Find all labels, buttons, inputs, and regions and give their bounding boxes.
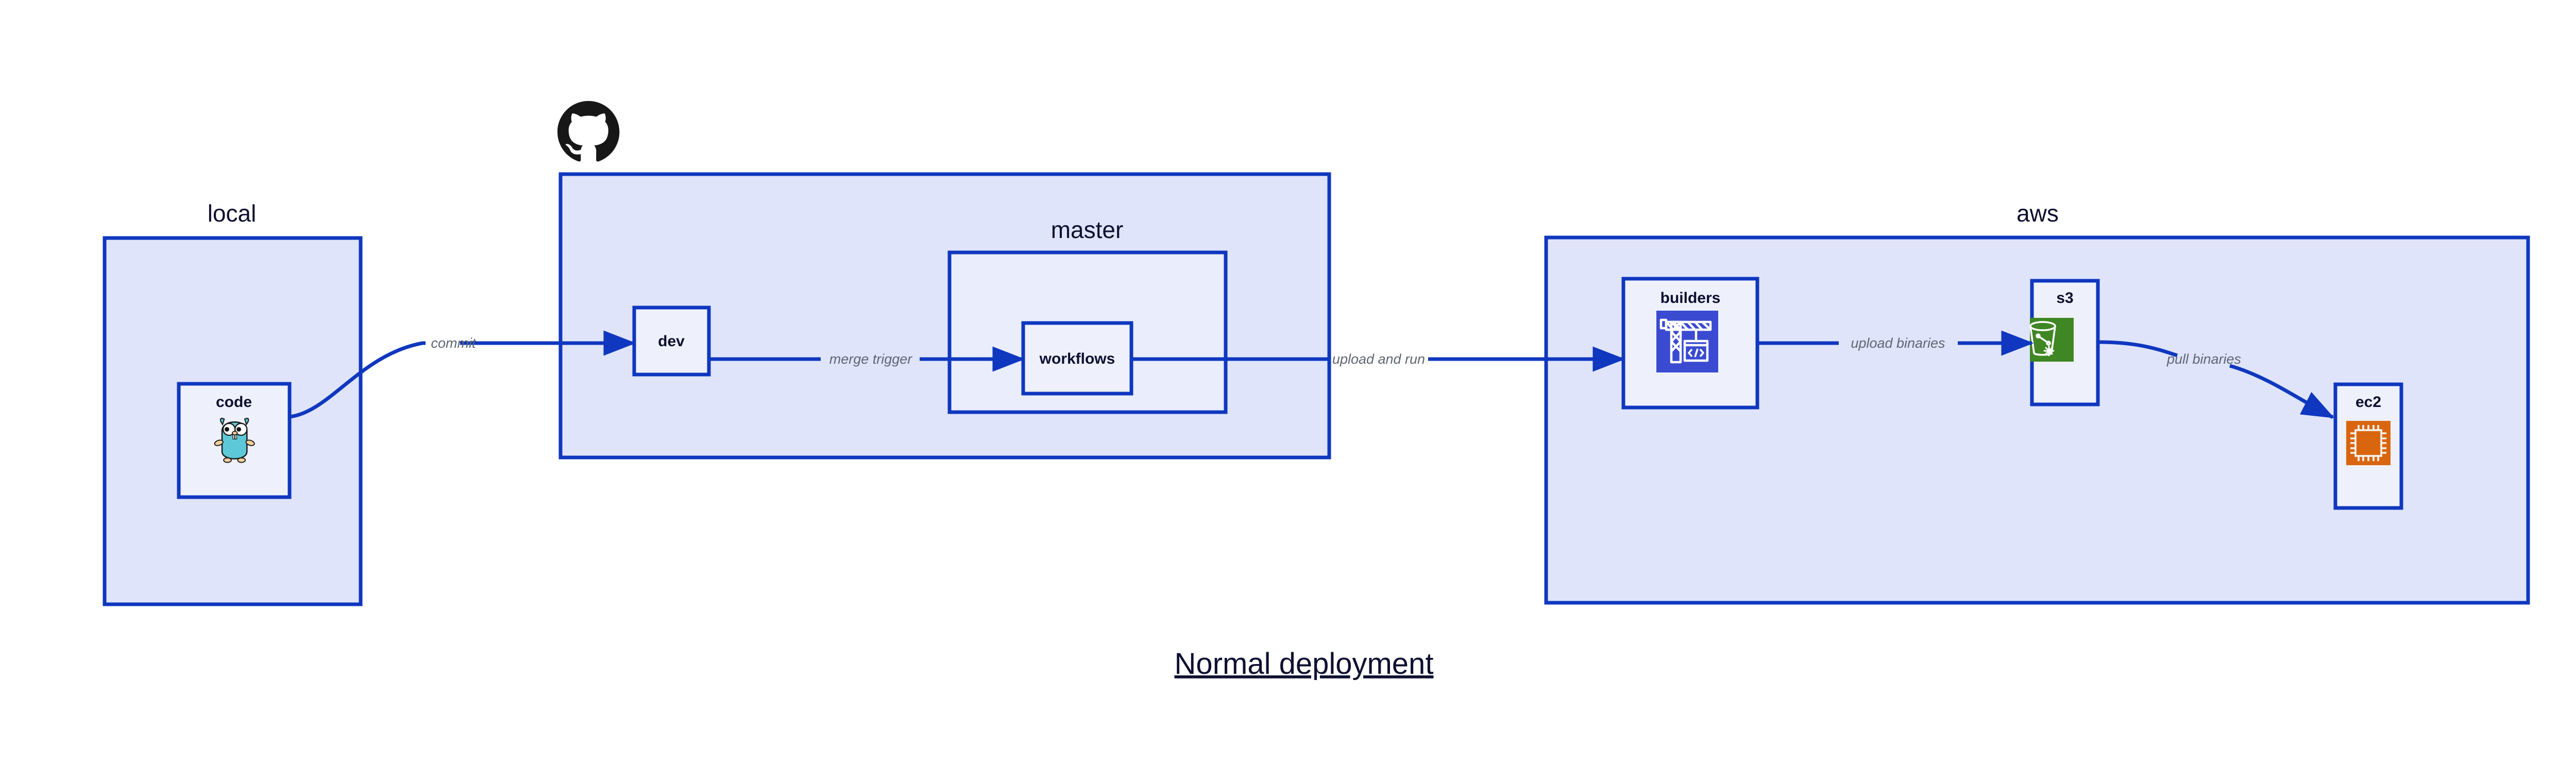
node-dev-label: dev [658,333,685,350]
node-s3[interactable]: s3 [2029,279,2100,406]
subgroup-master: master workflows [947,216,1228,414]
subgroup-master-label: master [1051,216,1124,243]
crane-code-icon [1656,311,1718,372]
edge-dev-to-workflows-label: merge trigger [829,351,913,367]
node-ec2[interactable]: ec2 [2333,382,2403,510]
node-ec2-label: ec2 [2355,394,2381,411]
go-gopher-icon [214,418,255,463]
group-aws-label: aws [2016,200,2059,227]
node-workflows-label: workflows [1039,350,1115,367]
github-octocat-icon [557,101,620,162]
edge-builders-to-s3-label: upload binaries [1851,335,1945,351]
node-builders-label: builders [1660,290,1721,307]
edge-builders-to-s3: upload binaries [1757,330,2034,356]
edge-s3-to-ec2-label: pull binaries [2166,351,2241,367]
node-builders[interactable]: builders [1621,277,1759,410]
s3-bucket-icon [2029,318,2074,362]
node-code-label: code [216,394,252,411]
group-local: local code [103,200,363,606]
node-workflows[interactable]: workflows [1021,321,1133,396]
edge-workflows-to-builders-label: upload and run [1332,351,1425,367]
edge-code-to-dev: commit [289,330,636,419]
diagram-title: Normal deployment [1175,647,1434,681]
node-code[interactable]: code [177,382,292,499]
edges-layer: commit merge trigger upload and run uplo… [289,330,2335,419]
edge-code-to-dev-label: commit [431,335,477,351]
edge-workflows-to-builders: upload and run [1131,346,1625,372]
node-dev[interactable]: dev [632,305,711,377]
edge-dev-to-workflows: merge trigger [709,346,1025,372]
group-local-label: local [208,200,257,227]
node-workflows-box[interactable] [1021,321,1133,396]
group-aws: aws builders [1544,200,2530,605]
edge-s3-to-ec2: pull binaries [2097,340,2335,419]
node-s3-label: s3 [2056,290,2073,307]
node-dev-box[interactable] [632,305,711,377]
group-github: github master workflows dev [557,101,1331,460]
cpu-chip-icon [2346,421,2391,465]
